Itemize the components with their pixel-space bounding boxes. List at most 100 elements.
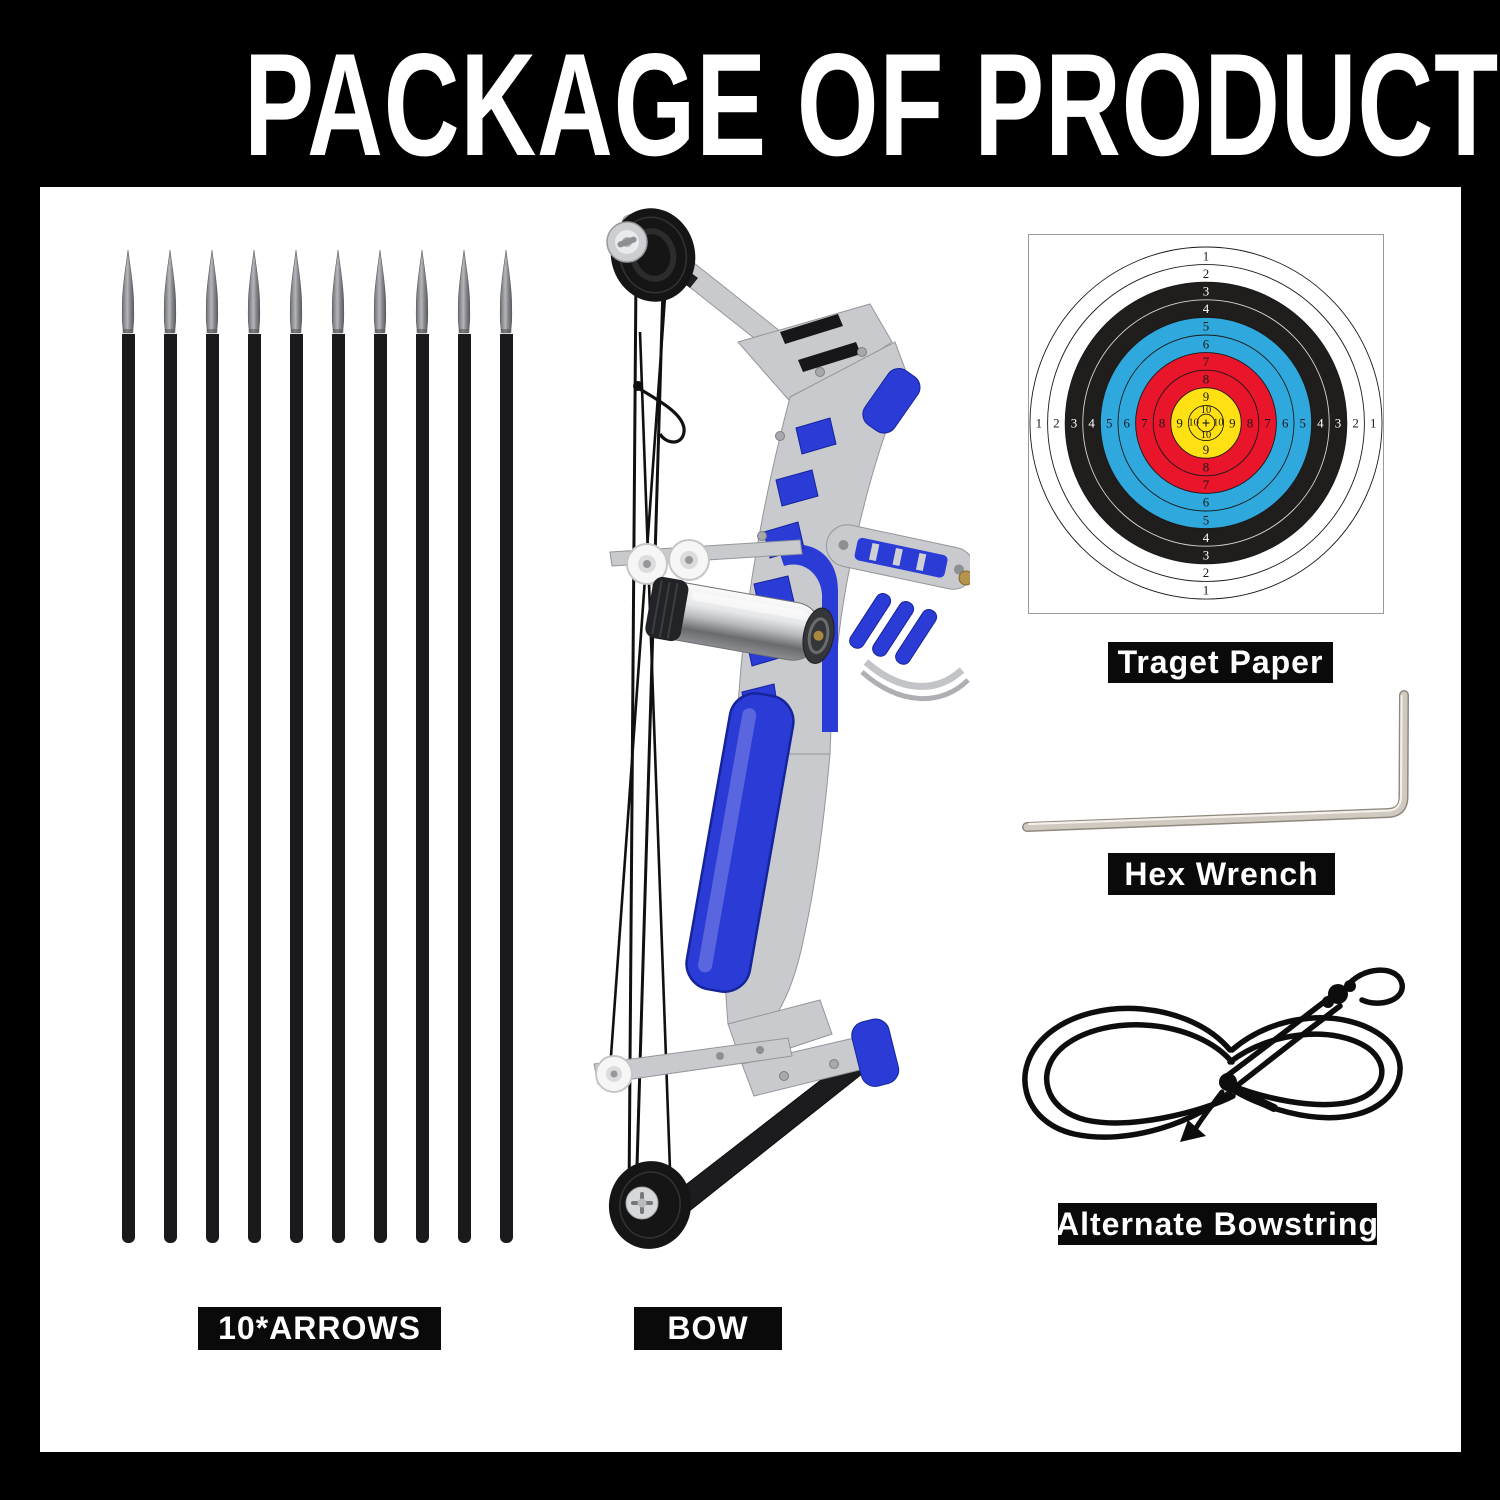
- svg-text:5: 5: [1106, 416, 1112, 431]
- arrow-shaft: [121, 334, 135, 1243]
- title-band: PACKAGE OF PRODUCT: [0, 0, 1500, 187]
- riser: [685, 303, 921, 1097]
- arrow-tip-icon: [331, 250, 345, 334]
- svg-text:2: 2: [1352, 416, 1358, 431]
- svg-text:4: 4: [1088, 416, 1095, 431]
- svg-text:10: 10: [1188, 418, 1198, 429]
- svg-text:3: 3: [1203, 284, 1209, 299]
- arrow-shaft: [205, 334, 219, 1243]
- svg-text:2: 2: [1203, 565, 1209, 580]
- arrow-tip-icon: [205, 250, 219, 334]
- svg-text:5: 5: [1300, 416, 1306, 431]
- page-title: PACKAGE OF PRODUCT: [244, 23, 1499, 186]
- svg-text:3: 3: [1071, 416, 1077, 431]
- arrow: [414, 250, 430, 1243]
- svg-text:1: 1: [1203, 583, 1209, 598]
- arrow: [456, 250, 472, 1243]
- bowstring-label-text: Alternate Bowstring: [1055, 1205, 1380, 1242]
- svg-text:8: 8: [1159, 416, 1165, 431]
- svg-text:7: 7: [1203, 477, 1210, 492]
- arrow-tip-icon: [499, 250, 513, 334]
- arrow-shaft: [373, 334, 387, 1243]
- arrow-tip-icon: [457, 250, 471, 334]
- arrows-label: 10*ARROWS: [198, 1307, 441, 1350]
- svg-text:1: 1: [1370, 416, 1376, 431]
- arrow: [204, 250, 220, 1243]
- bow-strings: [608, 271, 686, 1201]
- arrow-shaft: [331, 334, 345, 1243]
- cable-rollers: [626, 539, 710, 585]
- svg-text:7: 7: [1264, 416, 1271, 431]
- stabilizer-cylinder: [645, 576, 835, 664]
- svg-text:2: 2: [1053, 416, 1059, 431]
- arrow: [246, 250, 262, 1243]
- svg-text:9: 9: [1203, 389, 1209, 404]
- svg-text:10: 10: [1201, 405, 1211, 416]
- svg-text:1: 1: [1036, 416, 1042, 431]
- arrow-shaft: [415, 334, 429, 1243]
- compound-bow-illustration: [593, 208, 970, 1249]
- svg-text:1: 1: [1203, 248, 1209, 263]
- arrow: [288, 250, 304, 1243]
- svg-text:8: 8: [1203, 372, 1209, 387]
- bowstring-illustration: [1022, 967, 1405, 1142]
- string-knot: [633, 381, 643, 391]
- svg-text:8: 8: [1203, 460, 1209, 475]
- svg-text:4: 4: [1317, 416, 1324, 431]
- svg-text:10: 10: [1213, 418, 1223, 429]
- arrow-shaft: [163, 334, 177, 1243]
- arrow: [120, 250, 136, 1243]
- target-label-text: Traget Paper: [1117, 644, 1324, 680]
- bow-label: BOW: [634, 1307, 782, 1350]
- svg-text:6: 6: [1124, 416, 1131, 431]
- arrow-shaft: [289, 334, 303, 1243]
- top-cam-hub: [606, 221, 648, 263]
- svg-text:9: 9: [1176, 416, 1182, 431]
- svg-text:5: 5: [1203, 319, 1209, 334]
- arrows-group: [120, 250, 514, 1243]
- arrow-shaft: [247, 334, 261, 1243]
- svg-text:2: 2: [1203, 266, 1209, 281]
- svg-text:3: 3: [1335, 416, 1341, 431]
- arrow-tip-icon: [247, 250, 261, 334]
- arrow-tip-icon: [121, 250, 135, 334]
- svg-text:7: 7: [1203, 354, 1210, 369]
- lower-roller: [595, 1046, 764, 1093]
- arrow: [498, 250, 514, 1243]
- hex-wrench-illustration: [1022, 690, 1409, 832]
- arrows-label-text: 10*ARROWS: [218, 1310, 421, 1346]
- arrow-shaft: [499, 334, 513, 1243]
- svg-text:4: 4: [1203, 530, 1210, 545]
- compound-bow: [570, 192, 970, 1267]
- arrow-tip-icon: [289, 250, 303, 334]
- svg-text:7: 7: [1141, 416, 1148, 431]
- arrow-tip-icon: [373, 250, 387, 334]
- bowstring-center-wrap: [1219, 1073, 1237, 1091]
- alternate-bowstring: [1000, 950, 1430, 1160]
- svg-text:8: 8: [1247, 416, 1253, 431]
- arrow: [330, 250, 346, 1243]
- target-label: Traget Paper: [1108, 642, 1333, 683]
- svg-text:3: 3: [1203, 548, 1209, 563]
- arrow-tip-icon: [163, 250, 177, 334]
- wrench-label: Hex Wrench: [1108, 853, 1335, 895]
- svg-text:6: 6: [1203, 495, 1210, 510]
- bottom-cam-screw: [625, 1186, 659, 1220]
- bow-label-text: BOW: [667, 1310, 749, 1346]
- grip: [685, 692, 795, 993]
- bowstring-label: Alternate Bowstring: [1055, 1203, 1380, 1245]
- arrow-rest: [825, 524, 970, 701]
- svg-text:9: 9: [1229, 416, 1235, 431]
- hex-wrench: [1005, 680, 1425, 840]
- arrow-tip-icon: [415, 250, 429, 334]
- arrow-shaft: [457, 334, 471, 1243]
- svg-text:6: 6: [1282, 416, 1289, 431]
- svg-text:4: 4: [1203, 301, 1210, 316]
- arrow: [372, 250, 388, 1243]
- wrench-label-text: Hex Wrench: [1124, 855, 1319, 892]
- svg-text:5: 5: [1203, 512, 1209, 527]
- svg-text:9: 9: [1203, 442, 1209, 457]
